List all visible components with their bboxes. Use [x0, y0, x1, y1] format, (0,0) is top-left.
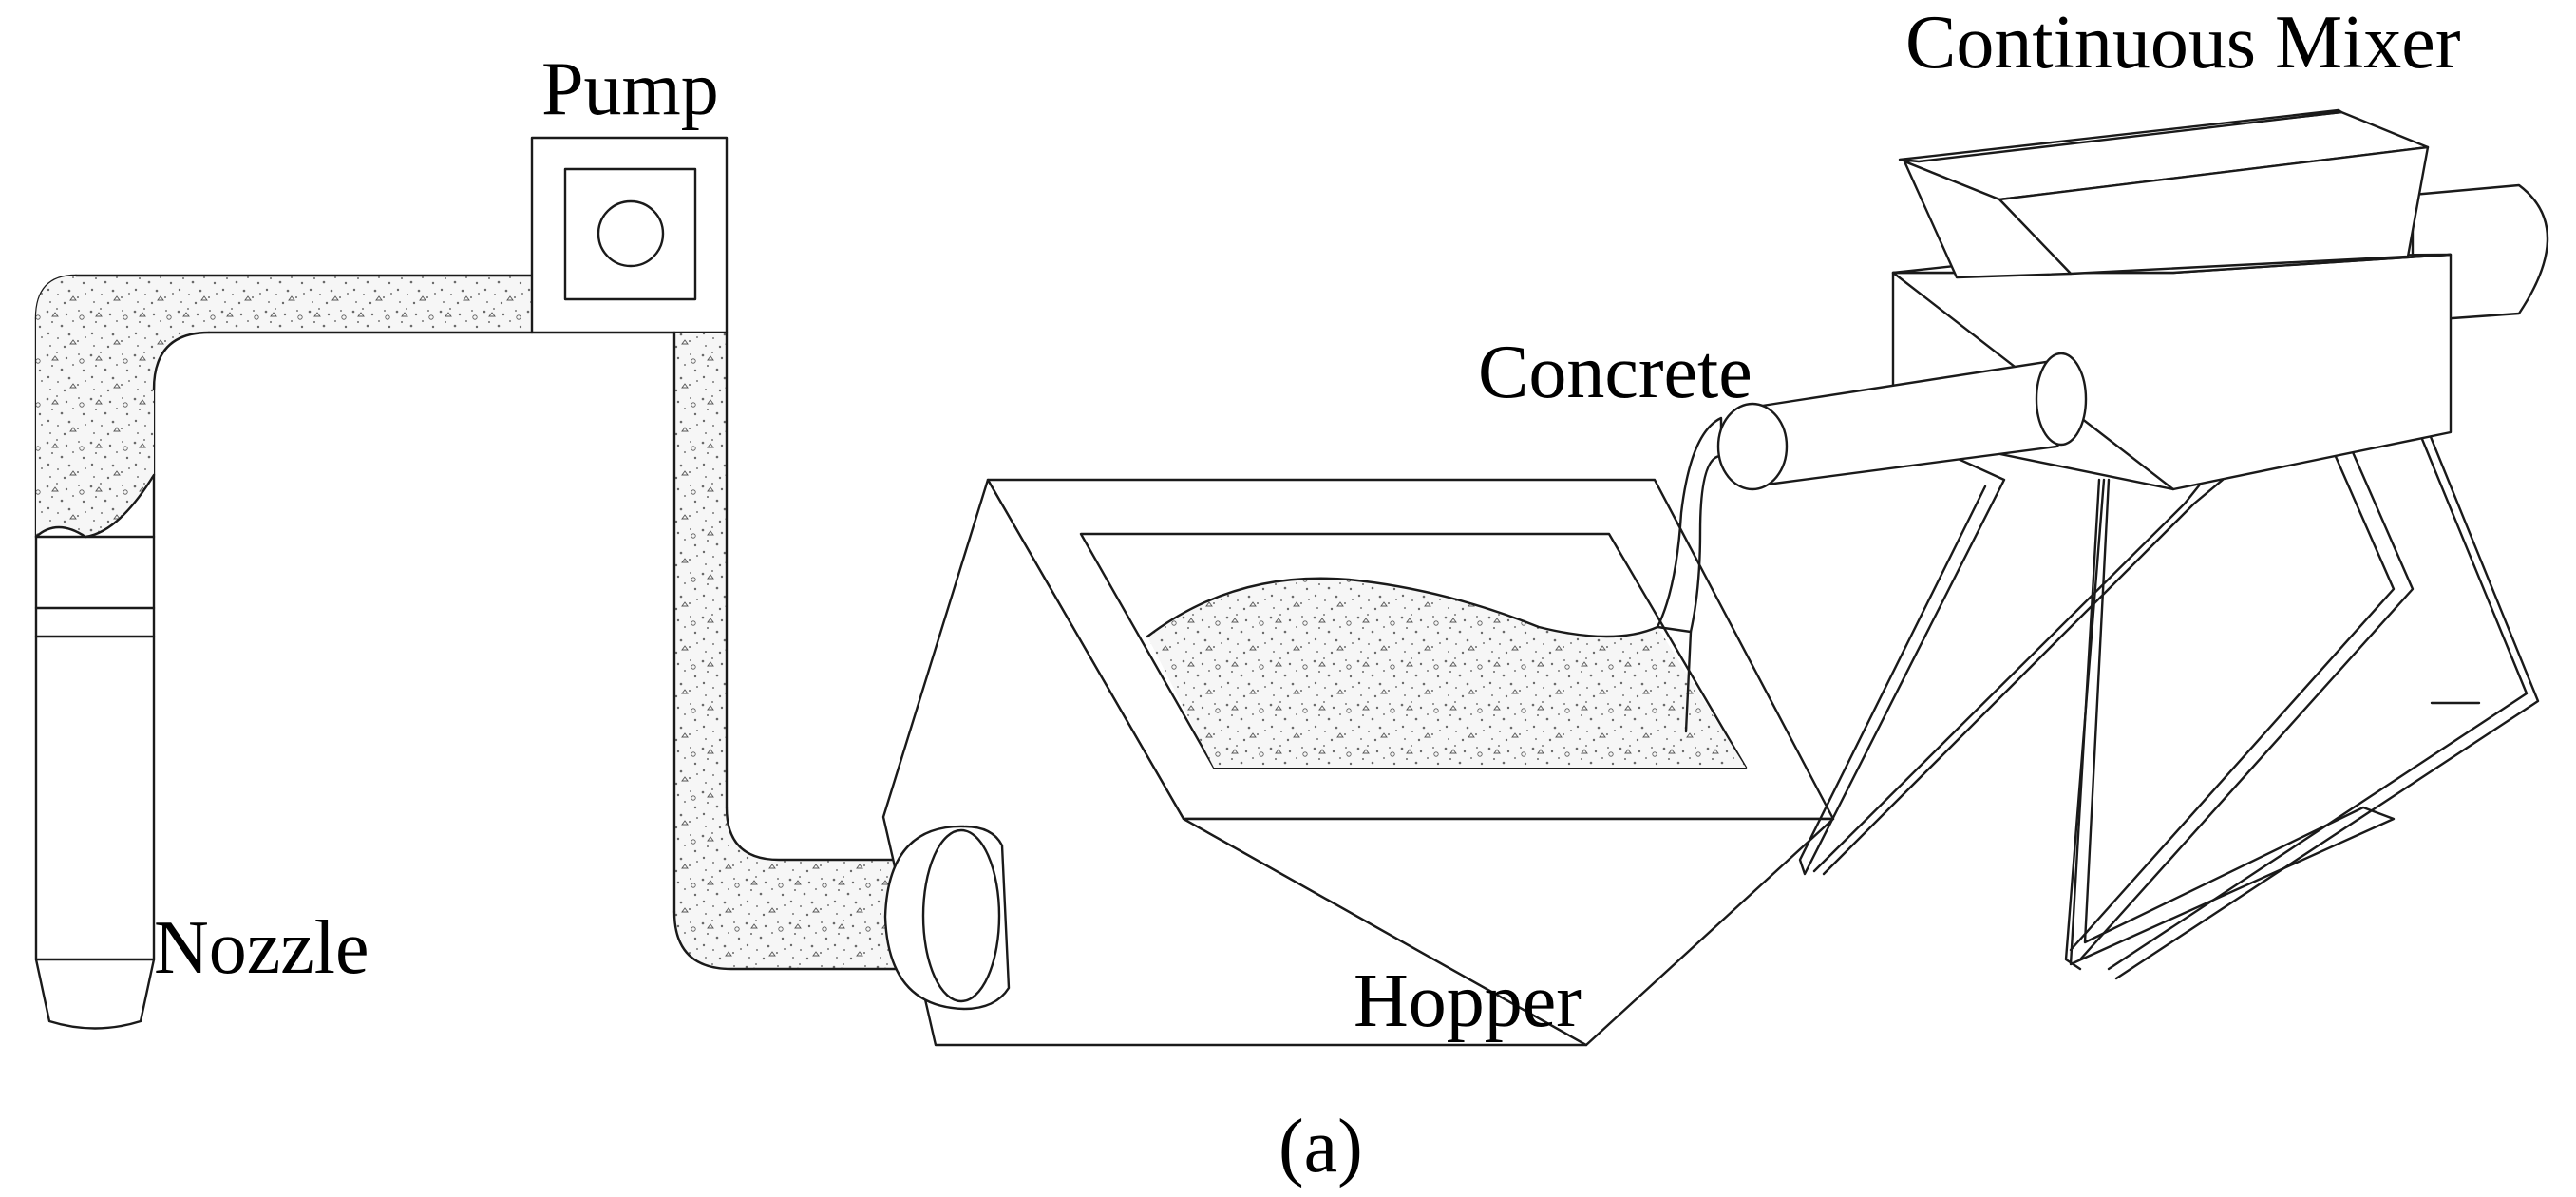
pump: [530, 136, 729, 334]
figure-caption: (a): [1279, 1105, 1363, 1188]
continuous-mixer-label: Continuous Mixer: [1905, 1, 2461, 85]
pump-rotor-icon: [597, 200, 665, 268]
concrete-in-hopper: [1147, 578, 1746, 768]
hopper-label: Hopper: [1354, 960, 1582, 1043]
delivery-hose: [34, 274, 534, 539]
hopper: [881, 478, 1835, 1047]
nozzle-label: Nozzle: [154, 906, 369, 990]
pump-label: Pump: [541, 48, 719, 131]
concrete-label: Concrete: [1478, 331, 1752, 414]
concrete-stream: [1656, 416, 1723, 733]
concrete-in-hose: [36, 276, 532, 537]
continuous-mixer: [1716, 108, 2549, 980]
